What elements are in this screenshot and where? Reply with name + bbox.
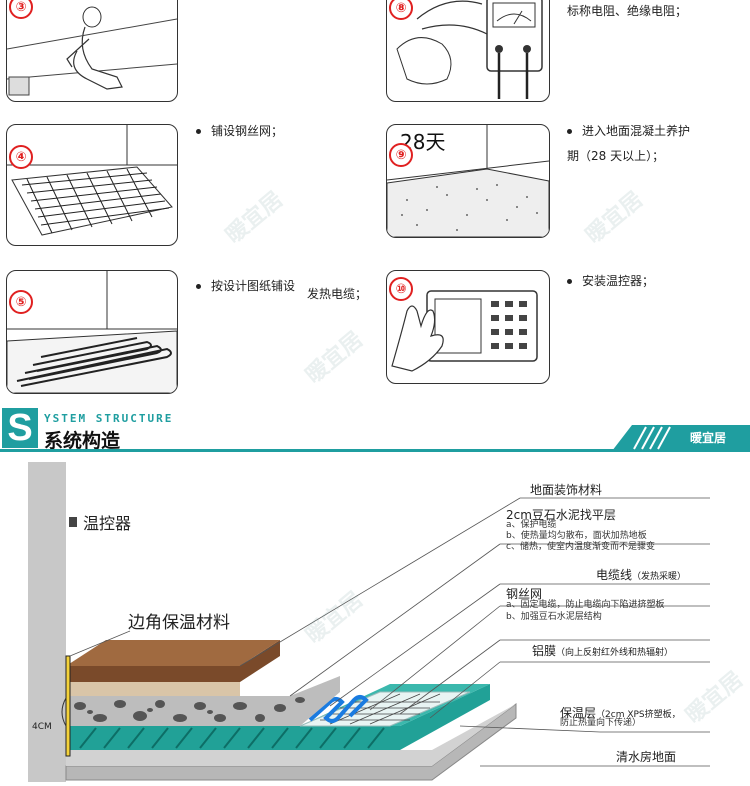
layer-mesh-note-b: b、加强豆石水泥层结构 [506, 612, 602, 622]
corner-insulation [65, 655, 71, 757]
step-9-description: 进入地面混凝土养护 [567, 120, 690, 142]
step-5-description-cont: 发热电缆； [307, 287, 368, 301]
brand-tab [612, 425, 750, 451]
section-header: S YSTEM STRUCTURE 系统构造 暖宜居 [0, 408, 750, 454]
wall [28, 462, 66, 782]
layer-base-title: 清水房地面 [616, 750, 677, 764]
watermark: 暖宜居 [301, 327, 368, 389]
watermark: 暖宜居 [221, 187, 288, 249]
step-9-number: ⑨ [389, 143, 413, 167]
pebbles [74, 697, 305, 722]
watermark: 暖宜居 [581, 187, 648, 249]
thickness-label: 4CM [32, 722, 52, 732]
cable-laying-illustration [7, 271, 177, 393]
layer-pebble-title: 2cm豆石水泥找平层 [506, 508, 616, 522]
step-5-number: ⑤ [9, 290, 33, 314]
layer-cable-title: 电缆线（发热采暖） [596, 568, 687, 582]
brand-name: 暖宜居 [690, 431, 727, 445]
step-8-number: ⑧ [389, 0, 413, 20]
step-3-number: ③ [9, 0, 33, 19]
concrete-curing-illustration [387, 125, 549, 237]
steel-mesh-illustration [7, 125, 177, 236]
step-5-description: 按设计图纸铺设 [196, 275, 295, 297]
layer-foil-title: 铝膜（向上反射红外线和热辐射） [532, 644, 674, 658]
layer-insulation-title: 保温层（2cm XPS挤塑板， [560, 706, 681, 720]
layer-pebble-note-c: c、储热，使室内温度渐变而不是骤变 [506, 542, 655, 552]
step-8-description: 标称电阻、绝缘电阻； [567, 4, 688, 18]
decorative-floor [66, 640, 280, 682]
insulation-layer [66, 684, 490, 750]
thermostat-label: 温控器 [83, 514, 132, 533]
layer-pebble-note-a: a、保护电缆 [506, 520, 557, 530]
step-10-number: ⑩ [389, 277, 413, 301]
heating-cable [308, 695, 369, 723]
step-8-panel [386, 0, 550, 102]
layer-decor-title: 地面装饰材料 [530, 483, 603, 497]
layer-mesh-title: 钢丝网 [506, 587, 543, 601]
meter-test-illustration [396, 0, 543, 99]
step-10-panel [386, 270, 550, 384]
worker-illustration [7, 6, 177, 96]
section-letter: S [2, 408, 38, 448]
step-10-description: 安装温控器； [567, 270, 654, 292]
layer-mesh-note-a: a、固定电缆，防止电缆向下陷进挤塑板 [506, 600, 665, 610]
floor-structure-diagram [28, 462, 710, 782]
layer-insulation-note: 防止热量向下传递） [560, 718, 642, 728]
step-4-description: 铺设钢丝网； [196, 120, 283, 142]
step-3-panel [6, 0, 178, 102]
thermostat-marker [69, 517, 77, 527]
layer-pebble-note-b: b、使热量均匀散布，面状加热地板 [506, 531, 647, 541]
thermostat-install-illustration [391, 290, 538, 372]
edge-insulation-label: 边角保温材料 [128, 613, 230, 633]
step-5-panel [6, 270, 178, 394]
step-4-panel [6, 124, 178, 246]
thickness-bracket [61, 697, 67, 727]
step-4-number: ④ [9, 145, 33, 169]
step-9-panel [386, 124, 550, 238]
section-chinese: 系统构造 [44, 430, 121, 452]
section-english: YSTEM STRUCTURE [44, 412, 174, 425]
section-underline [0, 449, 750, 452]
step-9-description-cont: 期（28 天以上）； [567, 149, 665, 163]
